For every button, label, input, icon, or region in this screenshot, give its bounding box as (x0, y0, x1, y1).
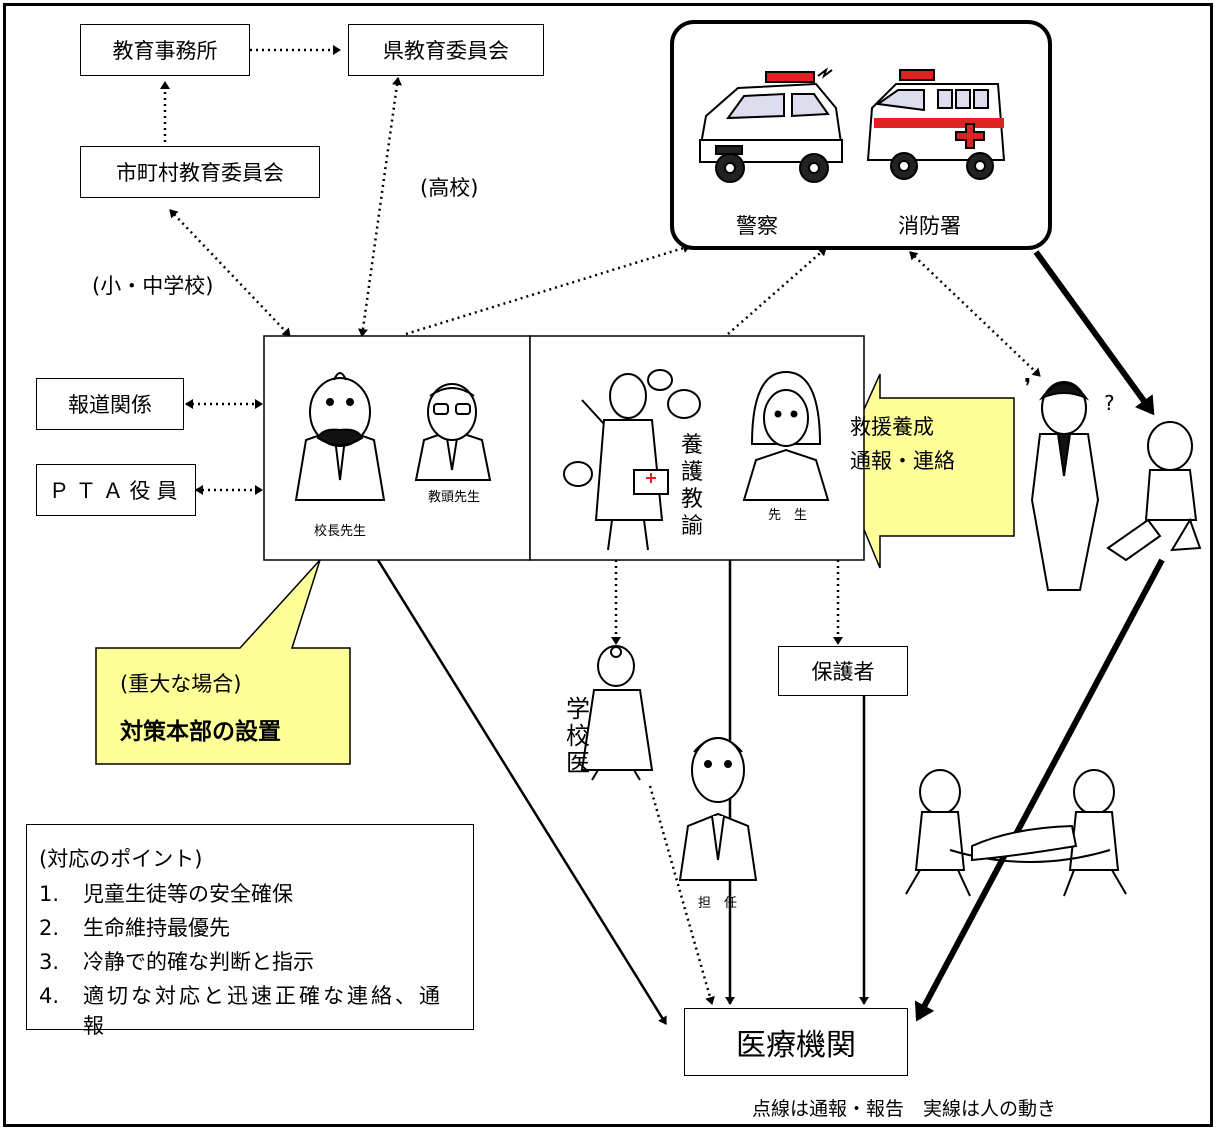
press-label: 報道関係 (68, 393, 152, 417)
ambulance-illustration (866, 69, 1006, 180)
points-title: (対応のポイント) (39, 847, 203, 871)
school-doctor-illustration (580, 645, 654, 781)
link-nurse-fire (727, 247, 827, 335)
link-municipal-principal (169, 209, 291, 337)
point-number: 3. (39, 950, 60, 974)
medical-label: 医療機関 (736, 1028, 856, 1063)
nurse-illustration (563, 369, 701, 551)
teacher-illustration (742, 370, 830, 501)
callout: (重大な場合) 対策本部の設置 (96, 648, 350, 764)
elem-junior-label: (小・中学校) (92, 274, 214, 298)
guardian-box: 保護者 (778, 646, 908, 696)
point-text: 児童生徒等の安全確保 (83, 882, 293, 906)
guardian-label: 保護者 (811, 660, 875, 684)
prefecture-board-label: 県教育委員会 (383, 39, 509, 63)
homeroom-illustration (678, 737, 758, 881)
nurse-box (529, 335, 865, 561)
rescue-line1: 救援養成 (850, 415, 934, 439)
press-box: 報道関係 (36, 378, 184, 430)
point-item: 4. 適切な対応と迅速正確な連絡、通報 (39, 981, 461, 1041)
high-school-label: (高校) (420, 176, 479, 200)
school-nurse-label: 養護教諭 (680, 433, 703, 539)
outer-frame (3, 3, 1213, 1127)
svg-text:?: ? (1104, 391, 1115, 415)
medical-box: 医療機関 (684, 1008, 908, 1076)
police-label: 警察 (736, 214, 778, 238)
point-item: 2. 生命維持最優先 (39, 913, 461, 943)
school-doctor-label: 学校医 (566, 695, 590, 777)
point-text: 冷静で的確な判断と指示 (83, 950, 314, 974)
stretcher-illustration (905, 769, 1127, 897)
teacher-ribbon: 先 生 (768, 508, 808, 523)
callout-bubble (95, 559, 351, 765)
principal-ribbon: 校長先生 (314, 524, 367, 539)
injured-person-illustration (1106, 421, 1202, 562)
link-fire-bystander (909, 251, 1041, 377)
move-injured-medical (914, 558, 1165, 1022)
legend: 点線は通報・報告 実線は人の動き (752, 1098, 1057, 1120)
homeroom-ribbon: 担 任 (698, 896, 738, 911)
point-item: 3. 冷静で的確な判断と指示 (39, 947, 461, 977)
link-principal-police (405, 243, 691, 336)
student-illustration: ❜ ? (1024, 375, 1115, 591)
education-office-box: 教育事務所 (80, 24, 250, 76)
vice-principal-ribbon: 教頭先生 (428, 490, 481, 505)
pta-box: ＰＴＡ役員 (36, 464, 196, 516)
points-list: 1. 児童生徒等の安全確保 2. 生命維持最優先 3. 冷静で的確な判断と指示 4. 適… (39, 879, 461, 1041)
fire-label: 消防署 (898, 214, 961, 238)
point-number: 2. (39, 916, 60, 940)
rescue-line2: 通報・連絡 (850, 449, 955, 473)
response-points-box: (対応のポイント) 1. 児童生徒等の安全確保 2. 生命維持最優先 3. 冷静で的確… (26, 824, 474, 1038)
svg-text:❜: ❜ (1024, 375, 1031, 400)
point-number: 1. (39, 882, 60, 906)
rescue-text: 救援養成 通報・連絡 (850, 410, 955, 478)
move-fire-injured (1033, 250, 1155, 416)
point-number: 4. (39, 984, 60, 1008)
education-office-label: 教育事務所 (112, 39, 218, 63)
point-text: 生命維持最優先 (83, 916, 230, 940)
link-prefecture-principal (358, 77, 402, 337)
vice-principal-illustration (414, 383, 492, 481)
principal-illustration (294, 372, 386, 501)
link-doctor-medical (648, 785, 715, 1005)
callout-line1: (重大な場合) (120, 672, 242, 696)
pta-label: ＰＴＡ役員 (48, 479, 184, 503)
police-car-illustration (698, 67, 844, 183)
municipal-board-box: 市町村教育委員会 (80, 146, 320, 198)
point-text: 適切な対応と迅速正確な連絡、通報 (83, 984, 443, 1038)
move-principal-medical (376, 559, 668, 1025)
point-item: 1. 児童生徒等の安全確保 (39, 879, 461, 909)
prefecture-board-box: 県教育委員会 (348, 24, 544, 76)
municipal-board-label: 市町村教育委員会 (116, 161, 284, 185)
callout-line2: 対策本部の設置 (120, 719, 281, 745)
